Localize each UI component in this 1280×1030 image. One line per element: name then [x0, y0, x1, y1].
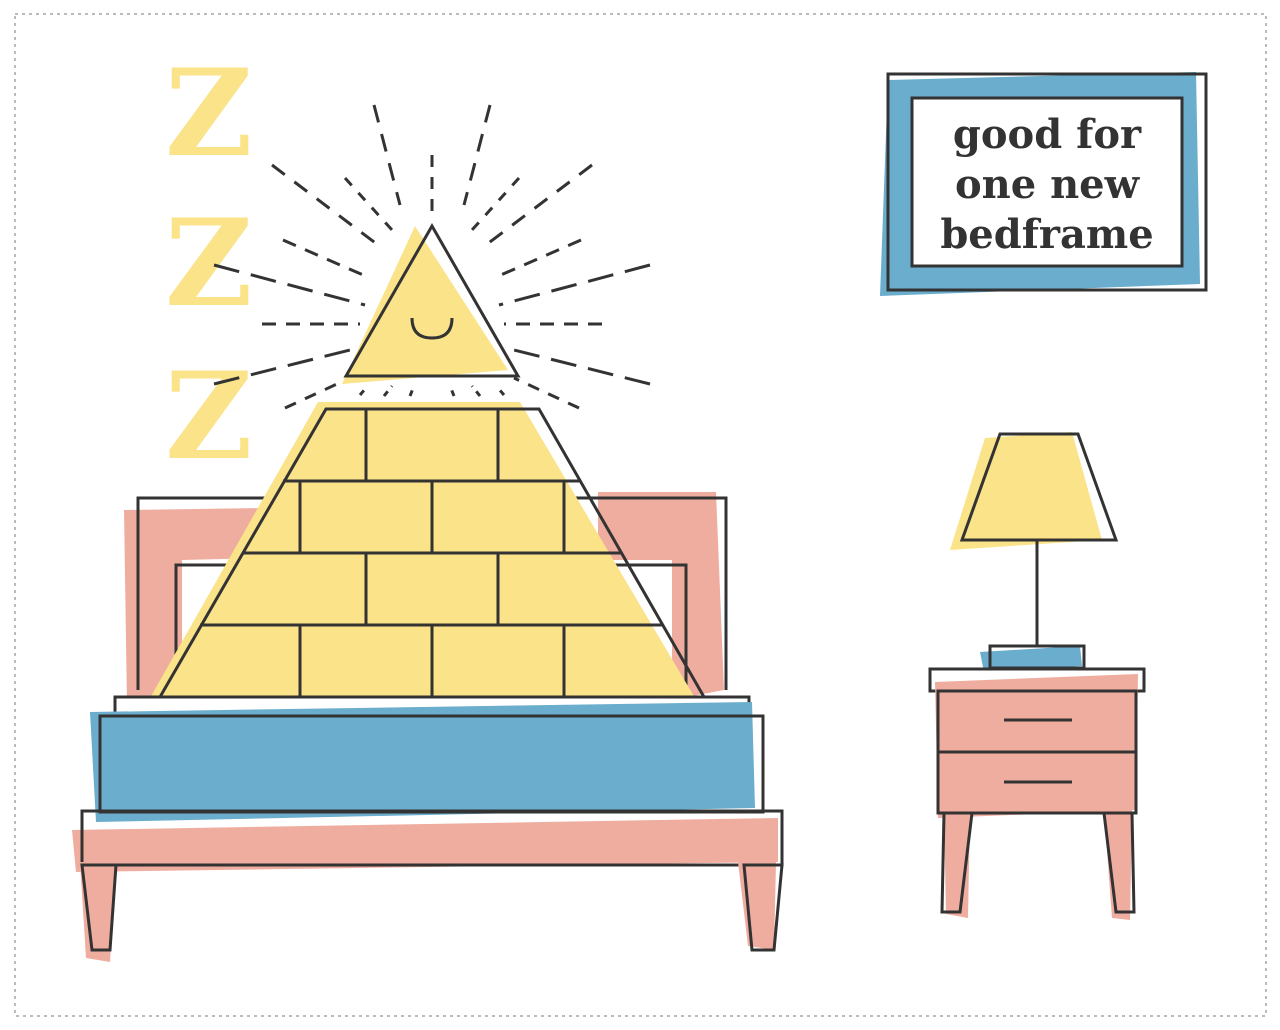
- sleep-z-2: Z: [165, 193, 253, 334]
- bed-leg-left: [80, 863, 118, 952]
- frame-text-line-1: good for: [953, 111, 1142, 158]
- nightstand-body-fill: [935, 674, 1138, 818]
- bed-rail-fill: [72, 818, 778, 872]
- bed-leg-right-fill: [738, 862, 776, 950]
- sleep-z-3: Z: [165, 346, 253, 487]
- lamp-base-fill: [980, 646, 1082, 672]
- light-rays: [213, 104, 651, 410]
- frame-text-line-3: bedframe: [940, 211, 1153, 258]
- bed-rail: [80, 809, 784, 867]
- nightstand-illustration: [928, 667, 1146, 920]
- pyramid-illustration: [150, 402, 707, 699]
- closed-eye-smile: [410, 317, 454, 340]
- lamp-shade-fill: [950, 432, 1102, 550]
- nightstand-leg-right-fill: [1104, 810, 1132, 920]
- nightstand-leg-right: [1102, 811, 1136, 914]
- mattress-fill: [90, 702, 755, 822]
- sleep-z-1: Z: [165, 43, 253, 184]
- pyramid-bricks: [200, 409, 663, 697]
- card-border: [14, 13, 1267, 1017]
- nightstand-leg-left: [940, 811, 974, 914]
- bed-leg-right: [742, 863, 784, 952]
- lamp-shade: [959, 432, 1119, 542]
- sleep-z-group: Z Z Z: [165, 43, 253, 487]
- eye-triangle-icon: [342, 222, 521, 384]
- lamp-icon: [950, 432, 1119, 672]
- bed-illustration: [72, 695, 784, 962]
- frame-text-line-2: one new: [955, 161, 1141, 208]
- picture-frame: good for one new bedframe: [880, 72, 1208, 296]
